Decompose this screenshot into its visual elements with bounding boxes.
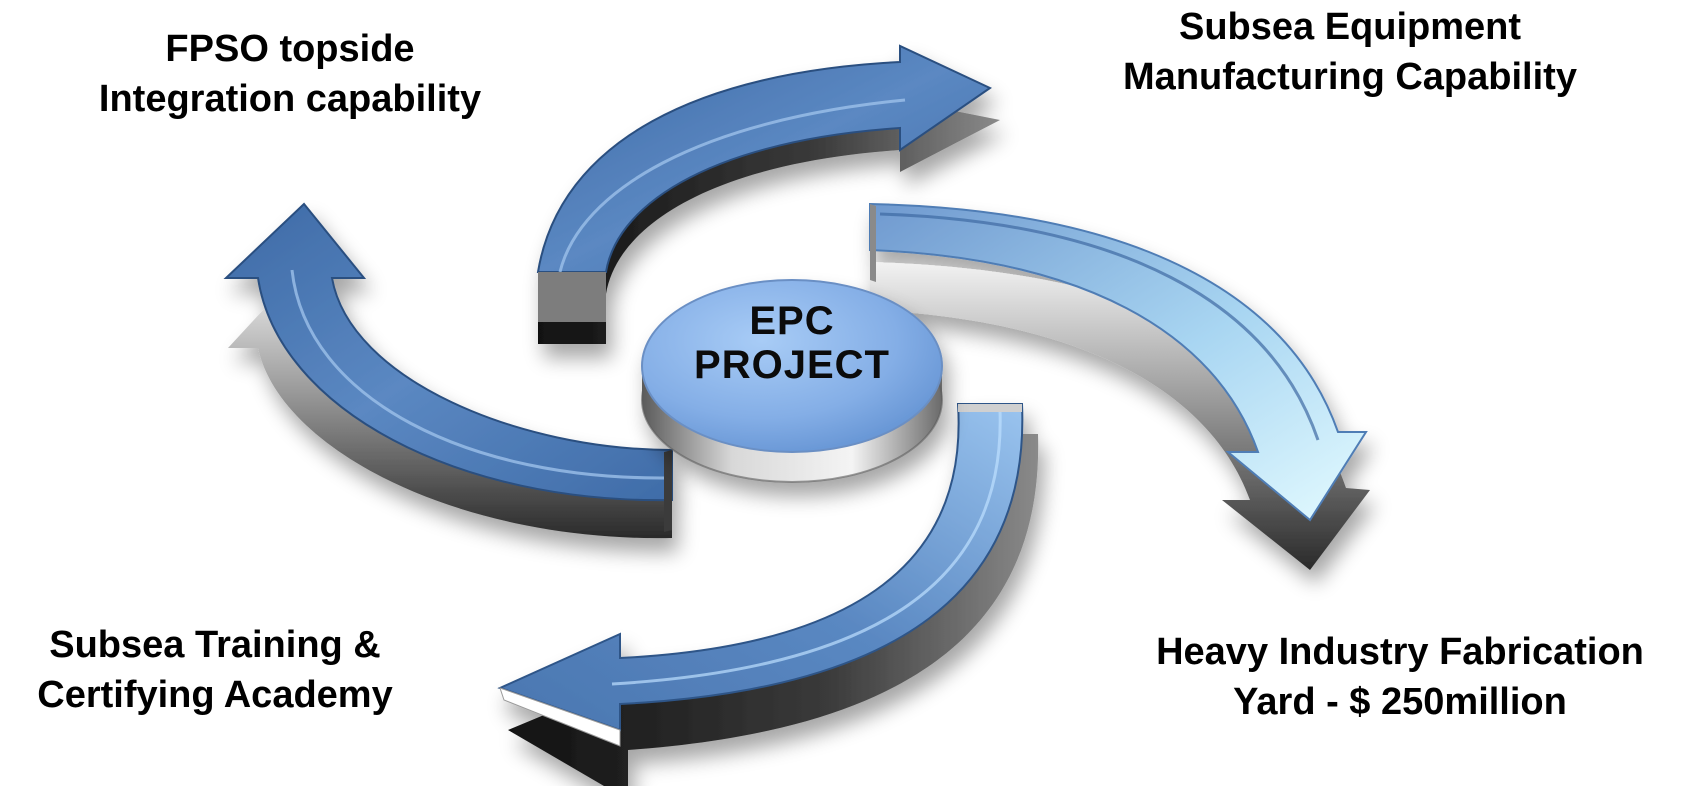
arrow-right xyxy=(869,202,1370,570)
label-line: Manufacturing Capability xyxy=(1123,56,1577,98)
label-line: Yard - $ 250million xyxy=(1233,681,1567,723)
label-line: Subsea Equipment xyxy=(1178,6,1522,48)
hub-title-line1: EPC xyxy=(749,299,834,343)
arrow-top xyxy=(536,44,1000,344)
hub-disc xyxy=(641,279,943,483)
label-fpso-topside: FPSO topside Integration capability xyxy=(30,24,550,124)
label-line: Heavy Industry Fabrication xyxy=(1156,631,1644,673)
label-subsea-training: Subsea Training & Certifying Academy xyxy=(0,620,430,720)
hub-title-line2: PROJECT xyxy=(694,343,890,387)
label-line: Integration capability xyxy=(98,78,482,120)
arrow-bottom xyxy=(497,403,1039,786)
label-heavy-industry: Heavy Industry Fabrication Yard - $ 250m… xyxy=(1110,627,1690,727)
label-line: Certifying Academy xyxy=(37,674,393,716)
label-line: Subsea Training & xyxy=(49,624,381,666)
label-line: FPSO topside xyxy=(165,28,415,70)
label-subsea-equipment: Subsea Equipment Manufacturing Capabilit… xyxy=(1040,2,1660,102)
arrow-left xyxy=(223,202,673,539)
